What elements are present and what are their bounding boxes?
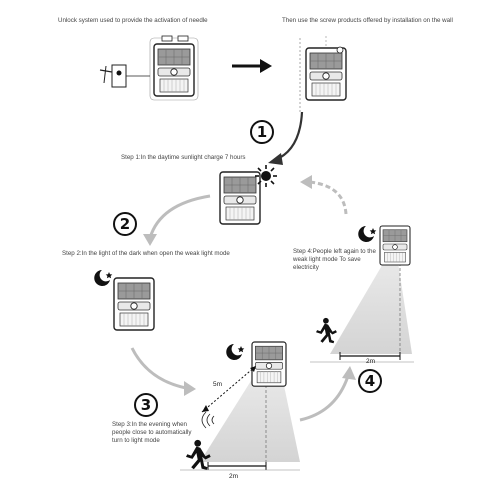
step2-gray-arrow xyxy=(148,194,211,239)
caption-step3: Step 3:In the evening when people close … xyxy=(112,421,192,444)
step-number-4: 4 xyxy=(358,369,382,393)
step-number-3: 3 xyxy=(134,393,158,417)
distance-label-2m-step4: 2m xyxy=(366,358,376,365)
step1-curve-arrow xyxy=(274,111,304,162)
step4-light-beam xyxy=(330,262,412,354)
caption-step1: Step 1:In the daytime sunlight charge 7 … xyxy=(121,154,246,161)
lamp-charging-figure xyxy=(219,171,261,225)
moon-icon xyxy=(94,270,113,286)
step3-diagonal-distance xyxy=(201,365,257,413)
caption-step2: Step 2:In the light of the dark when ope… xyxy=(62,250,230,257)
step4-gray-arrow xyxy=(309,180,348,215)
caption-step4: Step 4:People left again to the weak lig… xyxy=(293,248,376,271)
caption-unlock: Unlock system used to provide the activa… xyxy=(58,17,208,24)
needle-tool xyxy=(99,64,150,88)
step3-light-beam xyxy=(200,376,300,462)
step-number-2: 2 xyxy=(113,212,137,236)
step4-return-gray-arrow xyxy=(299,375,350,422)
step3-gray-arrow xyxy=(130,347,187,390)
sensor-waves xyxy=(201,411,215,429)
moon-icon-step4 xyxy=(358,226,377,242)
moon-icon-step3 xyxy=(226,344,245,360)
lamp-weak-light-figure xyxy=(113,277,155,331)
lamp-step3-figure xyxy=(251,341,287,387)
distance-label-2m-step3: 2m xyxy=(229,473,239,480)
sun-icon xyxy=(255,165,277,187)
caption-screw: Then use the screw products offered by i… xyxy=(282,17,453,24)
lamp-step4-figure xyxy=(379,225,411,266)
step-number-1: 1 xyxy=(250,120,274,144)
runner-step4 xyxy=(316,317,337,344)
lamp-unlock-figure xyxy=(149,35,199,101)
right-arrow xyxy=(232,59,272,73)
lamp-wall-mounted-figure xyxy=(299,36,347,112)
distance-label-5m: 5m xyxy=(213,381,223,388)
